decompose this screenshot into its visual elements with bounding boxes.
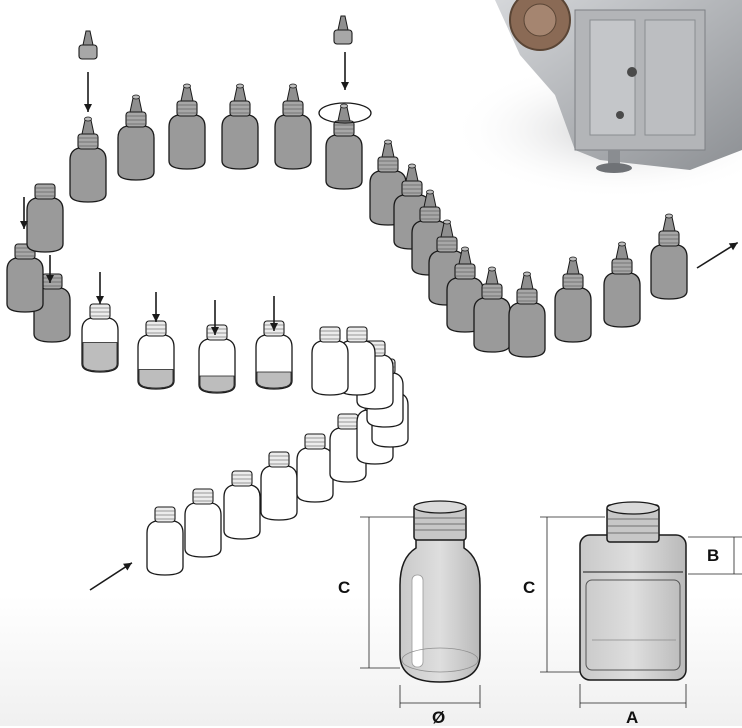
bottle: [70, 117, 106, 202]
bottle: [222, 84, 258, 169]
arrow-icon: [84, 72, 92, 112]
bottle: [82, 304, 118, 372]
bottle: [555, 257, 591, 342]
square-bottle-drawing: [540, 502, 742, 708]
arrow-icon: [341, 52, 349, 90]
bottle: [199, 325, 235, 393]
bottle: [138, 321, 174, 389]
bottle: [604, 242, 640, 327]
bottle: [275, 84, 311, 169]
arrow-icon: [90, 563, 132, 590]
bottle: [297, 434, 333, 502]
arrow-icon: [96, 272, 104, 304]
round-bottle-drawing: [360, 501, 480, 708]
bottle: [326, 104, 362, 189]
bottle: [312, 327, 348, 395]
arrow-icon: [152, 292, 160, 322]
capping-machine-image: [450, 0, 742, 200]
round-diameter-label: Ø: [432, 708, 445, 728]
bottle: [169, 84, 205, 169]
bottle: [651, 214, 687, 299]
bottle: [509, 272, 545, 357]
bottle: [7, 244, 43, 312]
bottle: [27, 184, 63, 252]
arrow-icon: [697, 243, 738, 268]
bottle: [147, 507, 183, 575]
bottle: [261, 452, 297, 520]
square-width-label: A: [626, 708, 638, 728]
bottle: [256, 321, 292, 389]
square-shoulder-label: B: [707, 546, 719, 566]
dropper-tip: [334, 16, 352, 44]
bottle: [224, 471, 260, 539]
bottle: [185, 489, 221, 557]
square-height-label: C: [523, 578, 535, 598]
round-height-label: C: [338, 578, 350, 598]
bottle: [118, 95, 154, 180]
dropper-tip: [79, 31, 97, 59]
